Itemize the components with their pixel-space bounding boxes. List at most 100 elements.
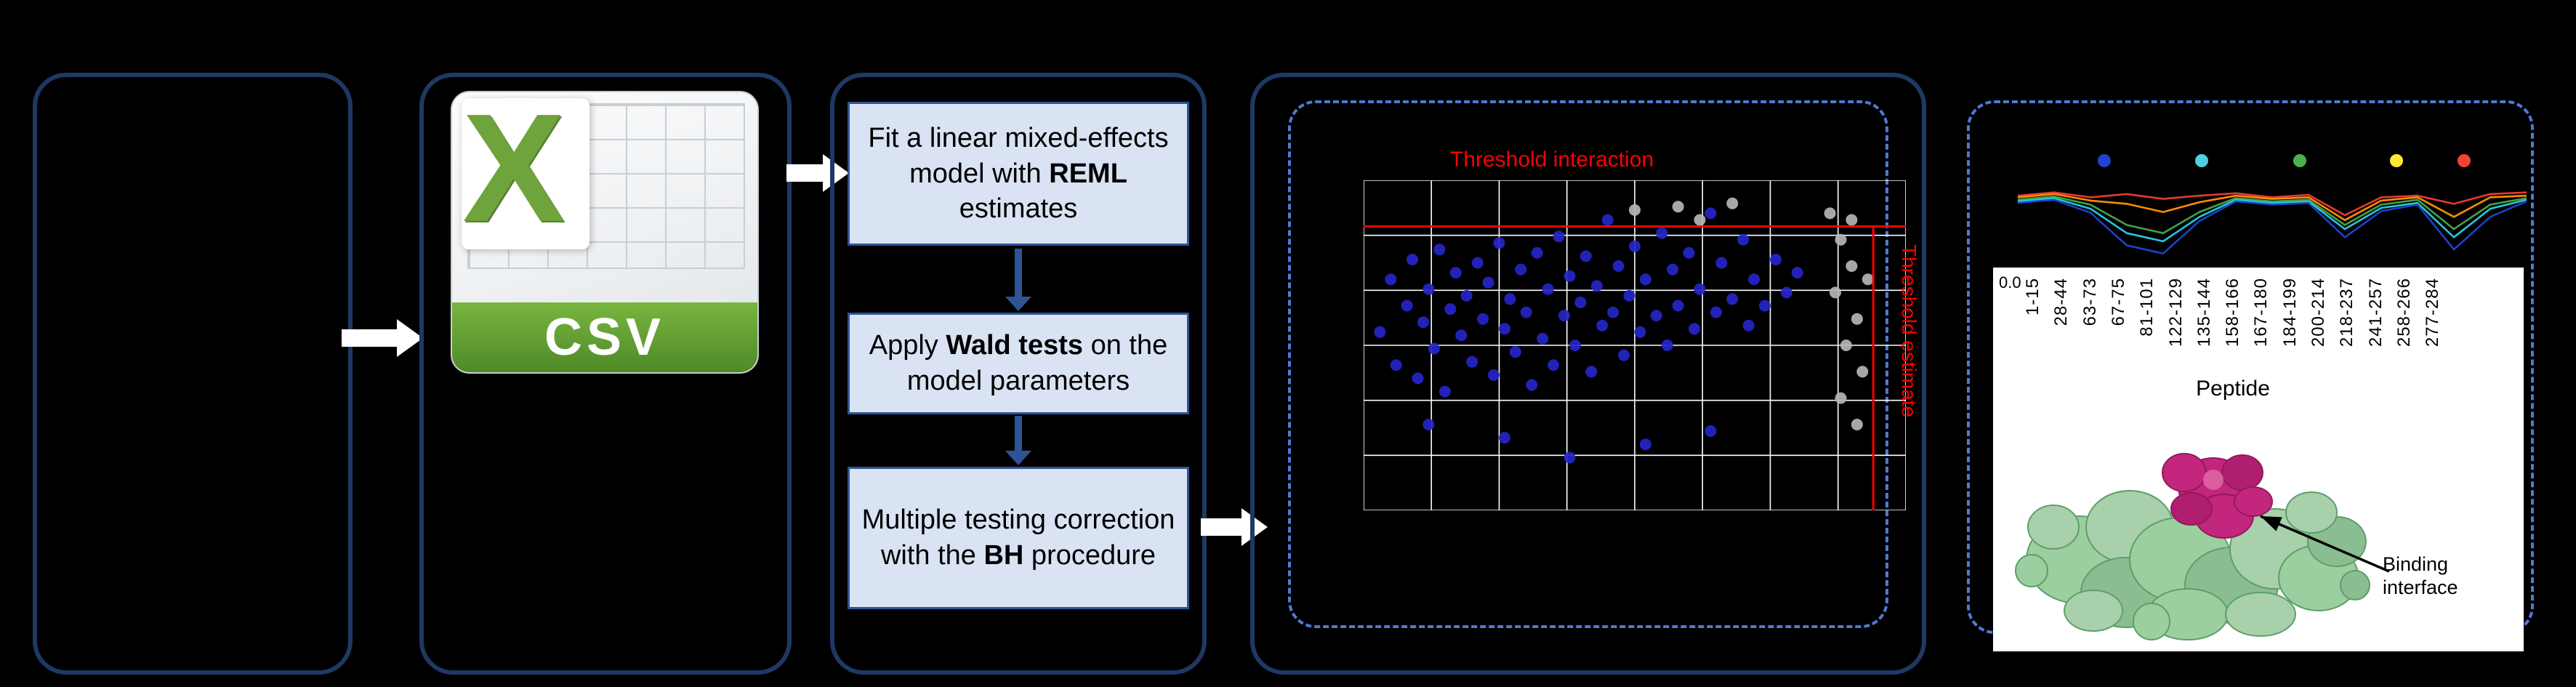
scatter-point	[1504, 293, 1516, 305]
scatter-point	[1726, 197, 1739, 209]
peptide-tick-label: 277-284	[2423, 278, 2443, 347]
scatter-point	[1689, 323, 1701, 335]
volcano-plot	[1364, 180, 1906, 510]
flow-arrow-head	[397, 319, 423, 357]
scatter-point	[1694, 283, 1706, 295]
csv-file-icon: X CSV	[451, 91, 759, 374]
condition-dot	[2293, 154, 2306, 167]
scatter-point	[1629, 240, 1641, 252]
scatter-point	[1650, 310, 1662, 322]
scatter-point	[1704, 425, 1717, 437]
scatter-point	[1667, 263, 1679, 276]
scatter-point	[1634, 326, 1646, 338]
scatter-point	[1726, 293, 1739, 305]
step-reml: Fit a linear mixed-effects model with RE…	[848, 102, 1189, 246]
step-text-post: estimates	[959, 193, 1078, 225]
scatter-point	[1856, 366, 1869, 378]
peptide-tick-label: 158-166	[2223, 278, 2243, 347]
scatter-point	[1623, 289, 1635, 302]
peptide-tick-label: 81-101	[2137, 278, 2157, 337]
scatter-point	[1412, 372, 1424, 385]
scatter-point	[1438, 385, 1451, 398]
scatter-point	[1444, 303, 1457, 316]
volcano-plot-svg	[1364, 180, 1906, 510]
scatter-point	[1846, 260, 1858, 272]
scatter-point	[1488, 369, 1500, 381]
step-wald-text: Apply Wald tests on the model parameters	[861, 328, 1175, 398]
scatter-point	[1471, 257, 1484, 269]
line-series-red	[2018, 191, 2527, 217]
scatter-point	[1596, 319, 1609, 332]
protein-structure	[2015, 453, 2370, 640]
scatter-point	[1422, 419, 1435, 430]
flow-arrow-head	[1241, 508, 1268, 546]
binding-interface-region	[2162, 453, 2273, 539]
condition-dot	[2458, 154, 2471, 167]
step-text-pre: Multiple testing correction with the	[861, 505, 1175, 571]
step-text-post: on the model parameters	[906, 330, 1168, 396]
scatter-point	[1531, 246, 1543, 259]
scatter-point	[1840, 340, 1852, 351]
scatter-point	[1563, 270, 1576, 282]
scatter-point	[1661, 340, 1673, 351]
down-arrow-head	[1005, 451, 1031, 465]
binding-interface-label: Binding interface	[2383, 553, 2458, 600]
panel-model-steps	[830, 73, 1207, 675]
scatter-point	[1629, 204, 1641, 216]
scatter-point	[1569, 340, 1581, 351]
scatter-point	[1493, 237, 1505, 249]
scatter-point	[1466, 355, 1478, 368]
scatter-point	[1460, 289, 1473, 302]
peptide-tick-label: 241-257	[2365, 278, 2386, 347]
scatter-point	[1694, 214, 1706, 226]
scatter-point	[1558, 310, 1570, 322]
scatter-point	[1748, 273, 1760, 286]
binding-interface-line1: Binding	[2383, 553, 2449, 575]
y-axis-tick: 0.0	[1999, 273, 2021, 292]
scatter-point	[1770, 254, 1782, 265]
scatter-point	[1542, 283, 1554, 295]
scatter-point	[1683, 246, 1695, 259]
peptide-tick-label: 1-15	[2023, 278, 2042, 316]
down-arrow-2	[1005, 416, 1031, 465]
scatter-point	[1477, 313, 1489, 325]
condition-dot	[2195, 154, 2208, 167]
step-text-pre: Fit a linear mixed-effects model with	[868, 123, 1169, 189]
scatter-point	[1672, 300, 1684, 312]
panel-csv	[419, 73, 792, 675]
step-text-bold: REML	[1049, 158, 1127, 189]
peptide-tick-label: 167-180	[2251, 278, 2271, 347]
scatter-point	[1553, 230, 1565, 243]
scatter-point	[1433, 244, 1446, 256]
peptide-tick-label: 63-73	[2080, 278, 2100, 326]
scatter-point	[1861, 273, 1874, 286]
kinetics-line-chart-svg	[2018, 191, 2527, 254]
scatter-point	[1499, 323, 1510, 335]
line-series-orange	[2018, 193, 2527, 222]
scatter-point	[1374, 326, 1386, 338]
scatter-point	[1618, 349, 1630, 361]
scatter-point	[1742, 319, 1755, 332]
scatter-point	[1704, 207, 1717, 220]
scatter-point	[1509, 346, 1521, 358]
flow-arrow-head	[823, 154, 849, 192]
step-text-bold: Wald tests	[946, 330, 1084, 361]
scatter-point	[1672, 201, 1684, 213]
scatter-point	[1639, 273, 1651, 286]
scatter-point	[1846, 214, 1858, 226]
peptide-tick-label: 258-266	[2394, 278, 2414, 347]
peptide-axis-title: Peptide	[2196, 377, 2270, 401]
csv-banner-label: CSV	[544, 308, 666, 366]
panel-volcano	[1288, 100, 1888, 628]
scatter-point	[1780, 286, 1792, 299]
scatter-point	[1791, 267, 1803, 279]
scatter-point	[1563, 451, 1576, 464]
step-bh: Multiple testing correction with the BH …	[848, 467, 1189, 609]
scatter-point	[1715, 257, 1728, 269]
panel-results-outer	[1250, 73, 1926, 675]
peptide-tick-label: 135-144	[2194, 278, 2214, 347]
step-text-post: procedure	[1023, 540, 1156, 571]
peptide-tick-label: 122-129	[2165, 278, 2186, 347]
scatter-point	[1830, 286, 1841, 299]
scatter-point	[1601, 214, 1614, 226]
